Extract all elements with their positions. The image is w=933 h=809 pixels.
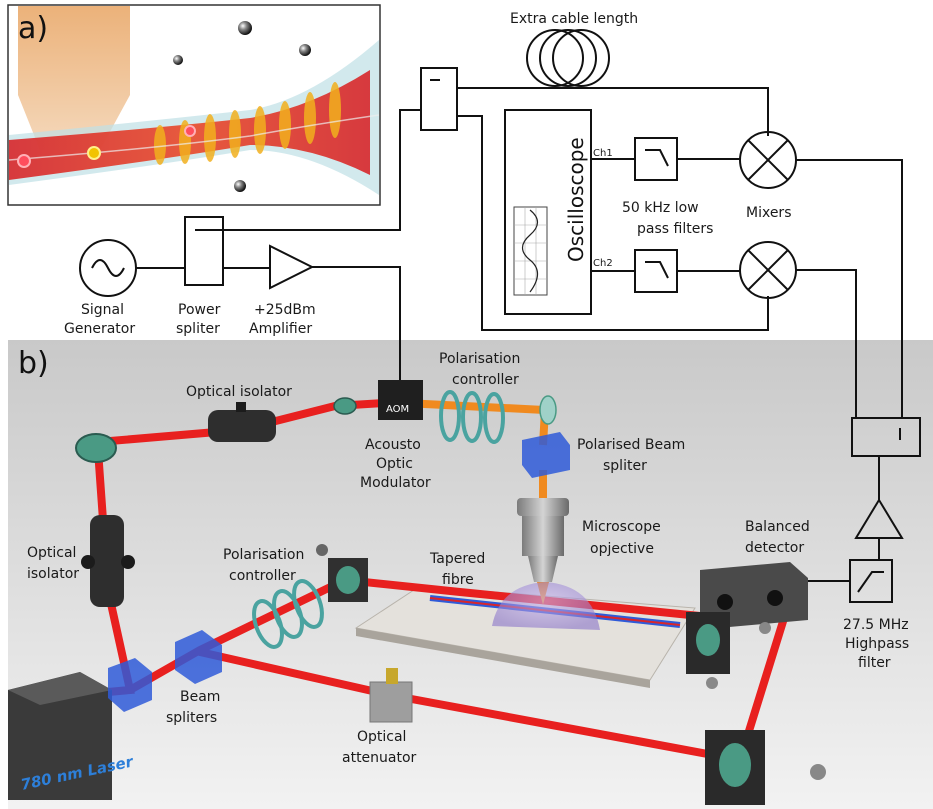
upper-splitter-icon: [420, 67, 458, 131]
polarisation-controller-mid-label-1: Polarisation: [223, 547, 304, 563]
isolator-left-label-2: isolator: [27, 566, 79, 582]
mirror-mount-middle: [316, 544, 368, 602]
panel-a-label: a): [18, 11, 48, 46]
optical-isolator-top: [208, 402, 276, 442]
amplifier-label-2: Amplifier: [249, 321, 312, 337]
power-splitter-label-2: spliter: [176, 321, 220, 337]
aom-device-label: AOM: [386, 404, 409, 415]
lowpass-filter-1-icon: [634, 137, 678, 181]
mirror-mount-bottom: [705, 730, 826, 805]
amplifier-label-1: +25dBm: [254, 302, 316, 318]
ch1-label: Ch1: [593, 148, 613, 159]
highpass-label-2: Highpass: [845, 636, 909, 652]
power-splitter-icon: [184, 216, 224, 286]
highpass-label-3: filter: [858, 655, 891, 671]
liquid-dome: [492, 582, 600, 630]
extra-cable-label: Extra cable length: [510, 11, 638, 27]
optical-isolator-top-label: Optical isolator: [186, 384, 292, 400]
mixer-2-icon: [739, 241, 797, 299]
attenuator-label-1: Optical: [357, 729, 406, 745]
beam-splitters-label-1: Beam: [180, 689, 220, 705]
mirror-top: [333, 397, 357, 415]
attenuator-label-2: attenuator: [342, 750, 417, 766]
lowpass-label-line1: 50 kHz low: [622, 200, 699, 216]
microscope-label-2: opjective: [590, 541, 654, 557]
oscilloscope-label: Oscilloscope: [564, 137, 588, 262]
pbs-label-1: Polarised Beam: [577, 437, 685, 453]
optical-isolator-left: [81, 515, 135, 607]
oscilloscope-icon: [504, 109, 592, 315]
electronic-schematic: Oscilloscope Ch1 Ch2: [79, 29, 921, 603]
aom-label-1: Acousto: [365, 437, 421, 453]
balanced-detector-label-2: detector: [745, 540, 804, 556]
cable-coil-icon: [526, 29, 610, 87]
aom-label-2: Optic: [376, 456, 413, 472]
tapered-fibre-label-2: fibre: [442, 572, 474, 588]
mirror-mount-detector: [686, 612, 771, 689]
ch2-label: Ch2: [593, 258, 613, 269]
right-splitter-icon: [851, 417, 921, 457]
tapered-fibre-label-1: Tapered: [429, 551, 485, 567]
balanced-detector: [700, 562, 808, 628]
optical-setup: 780 nm Laser AOM: [8, 380, 826, 805]
polarisation-controller-top: [439, 390, 505, 444]
optical-attenuator: [369, 668, 413, 723]
polarised-beam-splitter: [522, 432, 570, 478]
polarisation-controller-mid-label-2: controller: [229, 568, 296, 584]
isolator-left-label-1: Optical: [27, 545, 76, 561]
microscope-label-1: Microscope: [582, 519, 661, 535]
laser-source: 780 nm Laser: [8, 672, 136, 800]
microscope-objective: [517, 498, 569, 605]
amplifier-icon: [269, 244, 315, 290]
beam-splitters-label-2: spliters: [166, 710, 217, 726]
aom-label-3: Modulator: [360, 475, 431, 491]
signal-generator-label-2: Generator: [64, 321, 135, 337]
mixer-1-icon: [739, 131, 797, 189]
power-splitter-label-1: Power: [178, 302, 221, 318]
mirror-top-left: [75, 433, 117, 463]
pbs-label-2: spliter: [603, 458, 647, 474]
lowpass-filter-2-icon: [634, 249, 678, 293]
lowpass-label-line2: pass filters: [637, 221, 713, 237]
mixers-label: Mixers: [746, 205, 792, 221]
panel-a-inset: a): [7, 4, 381, 206]
aom-device: AOM: [378, 380, 423, 420]
balanced-detector-label-1: Balanced: [745, 519, 810, 535]
signal-generator-label-1: Signal: [81, 302, 124, 318]
highpass-label-1: 27.5 MHz: [843, 617, 909, 633]
polarisation-controller-top-label-1: Polarisation: [439, 351, 520, 367]
polarisation-controller-top-label-2: controller: [452, 372, 519, 388]
beam-splitter-cubes: [108, 630, 222, 712]
polarisation-controller-middle: [252, 579, 324, 649]
mirror-right-top: [539, 395, 557, 425]
panel-b-label: b): [18, 346, 49, 381]
